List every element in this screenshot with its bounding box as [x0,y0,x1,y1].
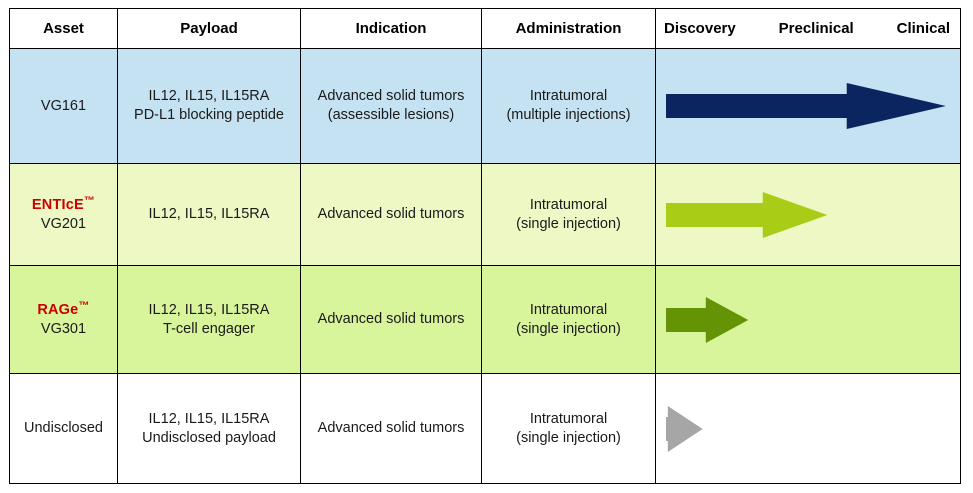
indication-cell: Advanced solid tumors [300,265,482,374]
arrow-track [656,266,960,373]
payload-cell: IL12, IL15, IL15RA T-cell engager [117,265,301,374]
asset-brand-name: ENTIcE™ [31,194,96,213]
payload-cell-line: IL12, IL15, IL15RA [148,88,270,104]
asset-code: VG301 [40,320,87,337]
indication-cell-line: Advanced solid tumors [317,206,465,222]
asset-cell: ENTIcE™ VG201 [9,163,118,266]
arrow-track [656,49,960,163]
header-row: Asset Payload Indication Administration … [9,8,961,49]
column-header-indication: Indication [300,8,482,49]
payload-cell-line: Undisclosed payload [142,429,276,446]
asset-cell: Undisclosed [9,373,118,484]
administration-cell-line: (multiple injections) [506,107,631,123]
asset-code: VG161 [40,97,87,114]
payload-cell: IL12, IL15, IL15RA PD-L1 blocking peptide [117,48,301,164]
late-discovery-stage-arrow-glyph [666,296,749,343]
indication-cell-line: Advanced solid tumors [317,88,465,104]
table-header: Asset Payload Indication Administration … [9,8,961,49]
indication-cell-line: Advanced solid tumors [317,420,465,436]
payload-cell-line: PD-L1 blocking peptide [134,107,284,123]
trademark-symbol: ™ [83,194,96,207]
development-progress-cell [655,265,961,374]
trademark-symbol: ™ [78,299,90,312]
pipeline-table: Asset Payload Indication Administration … [9,8,961,484]
column-header-development-phases: Discovery Preclinical Clinical [655,8,961,49]
administration-cell-line: Intratumoral [529,88,608,104]
indication-cell-line: (assessible lesions) [327,107,455,123]
asset-code: VG201 [40,215,87,232]
payload-cell-line: IL12, IL15, IL15RA [148,301,270,318]
column-header-payload: Payload [117,8,301,49]
table-row: Undisclosed IL12, IL15, IL15RA Undisclosed… [9,373,961,484]
table-row: RAGe™ VG301 IL12, IL15, IL15RA T-cell engag… [9,265,961,374]
administration-cell-line: (single injection) [516,215,621,232]
development-progress-cell [655,48,961,164]
late-discovery-stage-arrow [666,296,749,343]
arrow-track [656,374,960,483]
preclinical-stage-arrow [666,191,828,238]
administration-cell: Intratumoral (multiple injections) [481,48,656,164]
clinical-stage-arrow [666,83,946,129]
administration-cell-line: Intratumoral [529,410,608,427]
payload-cell-line: IL12, IL15, IL15RA [148,206,270,222]
preclinical-stage-arrow-glyph [666,191,828,238]
payload-cell: IL12, IL15, IL15RA [117,163,301,266]
early-discovery-stage-arrow-glyph [666,405,703,452]
phase-label-clinical: Clinical [896,20,950,37]
administration-cell-line: Intratumoral [529,301,608,318]
clinical-stage-arrow-glyph [666,83,946,129]
administration-cell: Intratumoral (single injection) [481,373,656,484]
column-header-asset: Asset [9,8,118,49]
indication-cell: Advanced solid tumors [300,163,482,266]
column-header-administration: Administration [481,8,656,49]
payload-cell: IL12, IL15, IL15RA Undisclosed payload [117,373,301,484]
arrow-track [656,164,960,265]
asset-brand-name: RAGe™ [37,299,90,318]
payload-cell-line: T-cell engager [163,320,255,337]
phase-label-preclinical: Preclinical [778,20,854,37]
asset-code: Undisclosed [24,420,103,436]
phase-label-discovery: Discovery [664,20,736,37]
early-discovery-stage-arrow [666,405,703,452]
asset-cell: VG161 [9,48,118,164]
payload-cell-line: IL12, IL15, IL15RA [148,410,270,427]
indication-cell: Advanced solid tumors [300,373,482,484]
administration-cell-line: (single injection) [516,320,621,337]
table-row: ENTIcE™ VG201 IL12, IL15, IL15RA Advanced s… [9,163,961,266]
development-progress-cell [655,163,961,266]
phase-label-group: Discovery Preclinical Clinical [656,20,960,37]
administration-cell: Intratumoral (single injection) [481,163,656,266]
asset-cell: RAGe™ VG301 [9,265,118,374]
administration-cell-line: Intratumoral [529,196,608,213]
table-row: VG161 IL12, IL15, IL15RA PD-L1 blocking pe… [9,48,961,164]
administration-cell-line: (single injection) [516,429,621,446]
development-progress-cell [655,373,961,484]
administration-cell: Intratumoral (single injection) [481,265,656,374]
indication-cell: Advanced solid tumors (assessible lesions… [300,48,482,164]
indication-cell-line: Advanced solid tumors [317,311,465,327]
